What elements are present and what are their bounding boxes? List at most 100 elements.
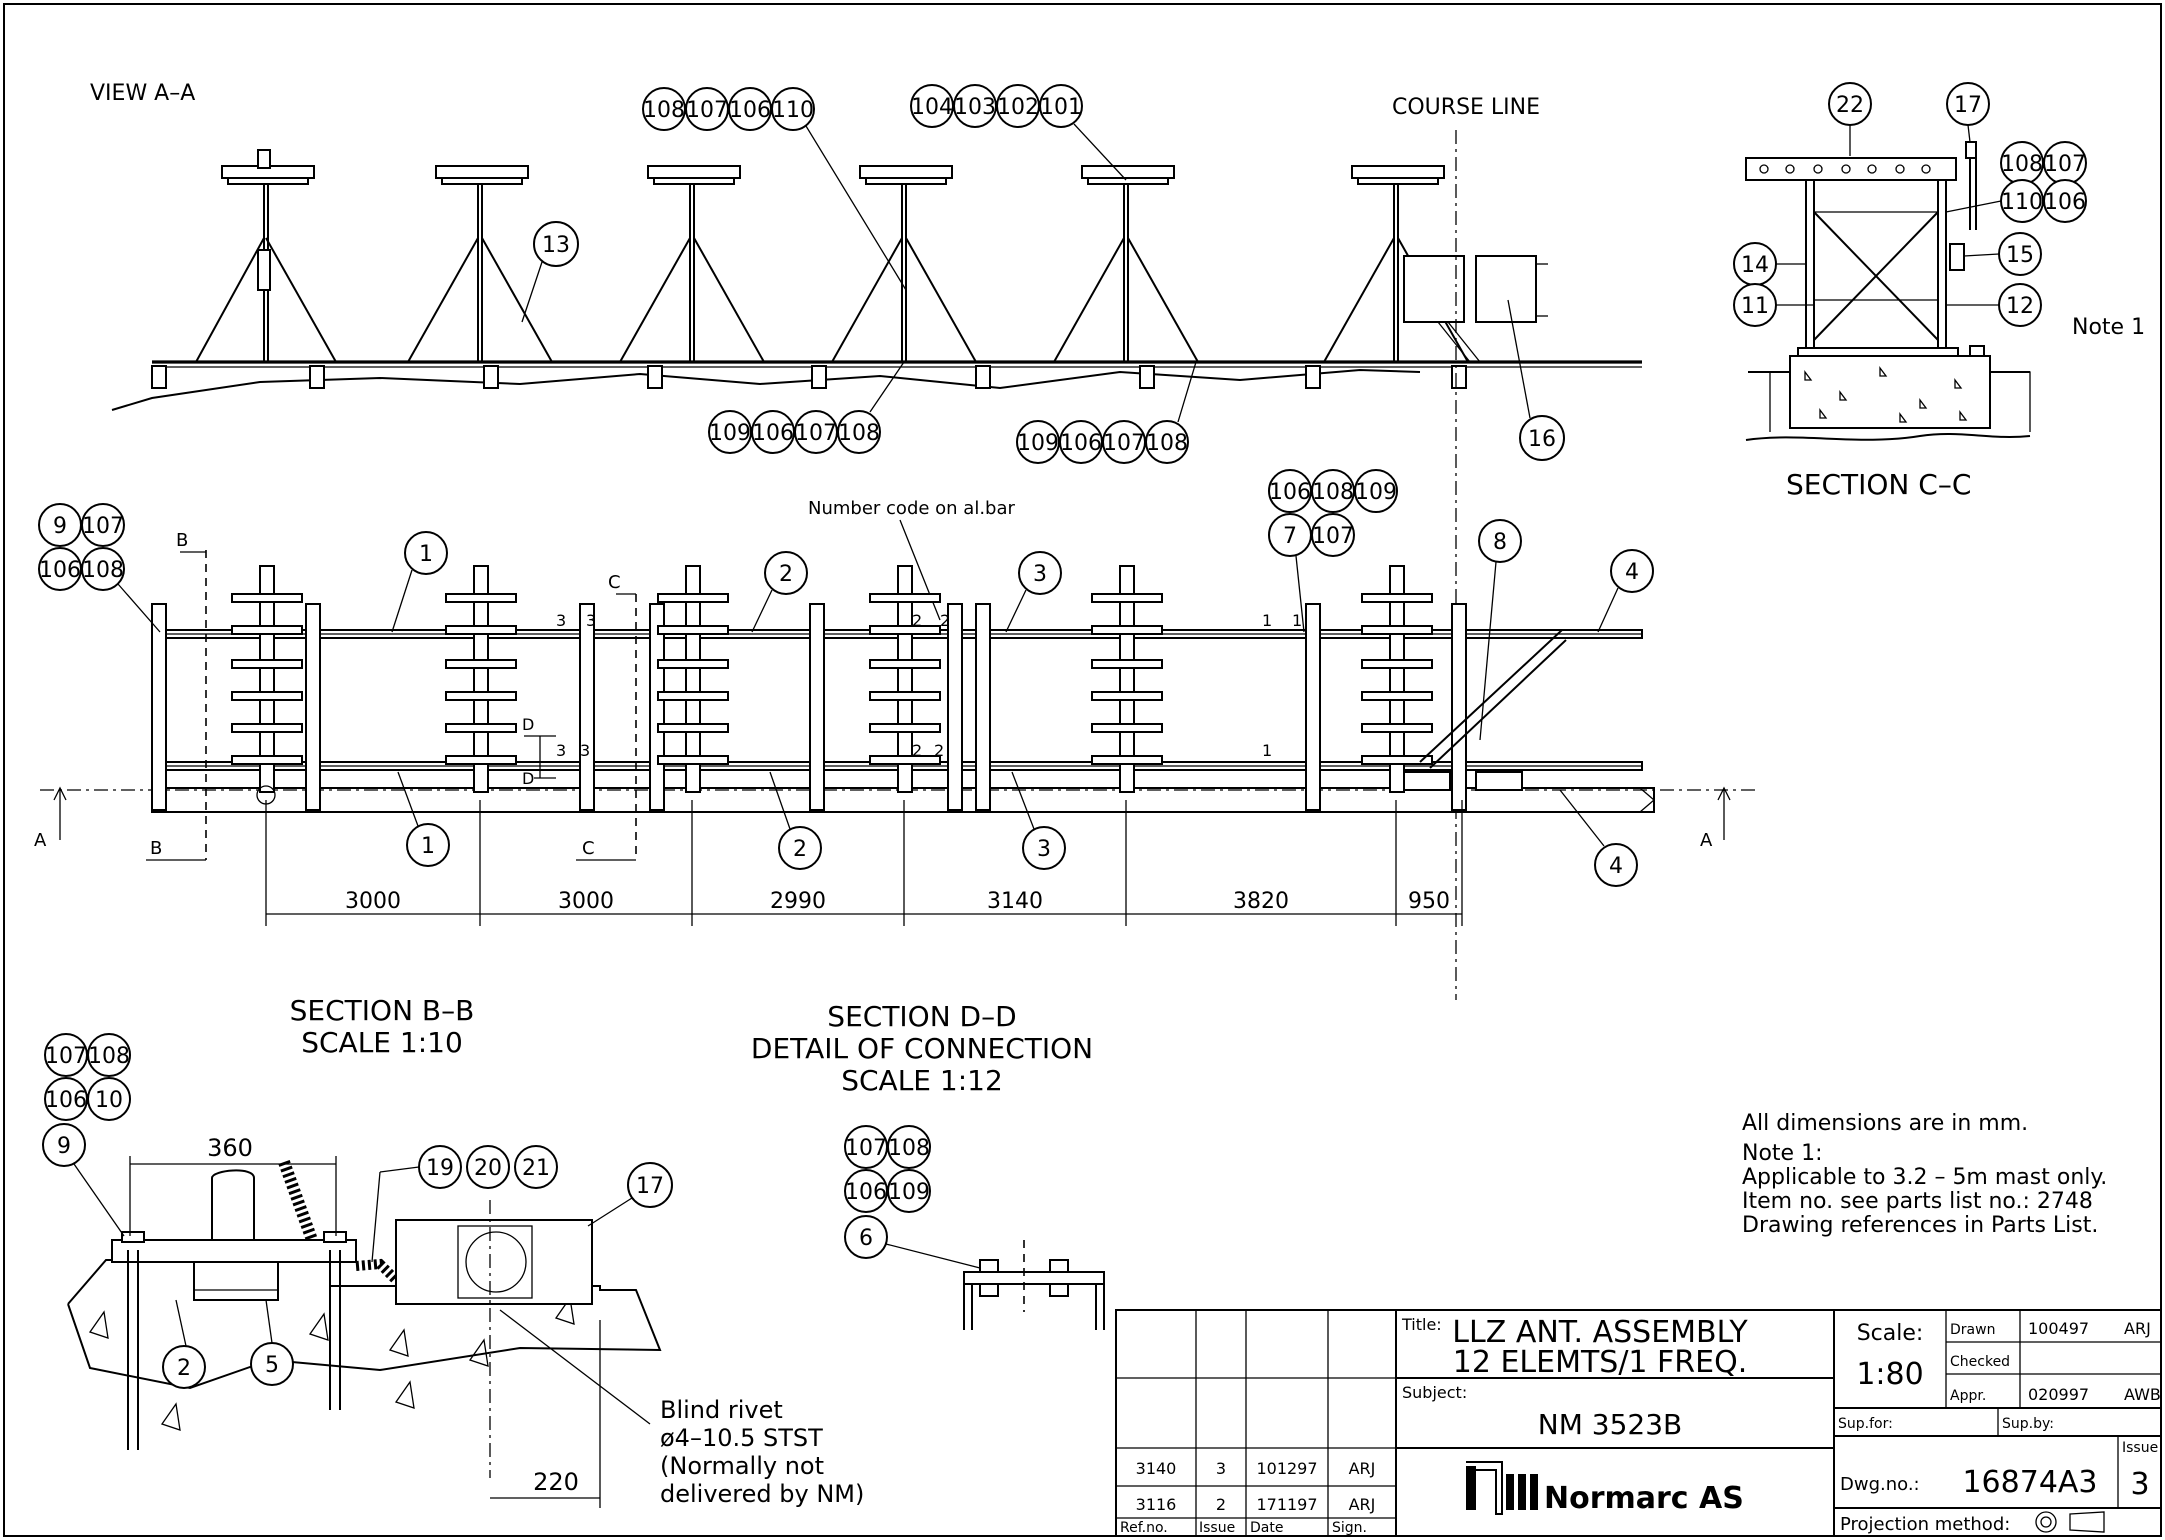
normarc-logo	[1466, 1461, 1538, 1515]
section-cc: SECTION C–C Note 1 22 17 1	[1733, 82, 2145, 501]
plan-mast-4	[869, 565, 941, 793]
view-aa: VIEW A–A COURSE LINE	[90, 81, 1642, 1000]
svg-text:101297: 101297	[1256, 1459, 1317, 1478]
svg-text:Ref.no.: Ref.no.	[1120, 1520, 1168, 1536]
rivet-note-line-1: Blind rivet	[660, 1396, 783, 1424]
issue-value: 3	[2130, 1467, 2149, 1502]
sup-for-label: Sup.for:	[1838, 1416, 1893, 1432]
company-name: Normarc AS	[1544, 1481, 1744, 1516]
svg-text:2: 2	[793, 837, 807, 862]
svg-text:D: D	[522, 769, 534, 788]
bb-plate	[111, 1239, 357, 1263]
foundation-posts	[151, 365, 1467, 389]
general-notes: All dimensions are in mm. Note 1: Applic…	[1742, 1111, 2107, 1238]
svg-text:3140: 3140	[1136, 1459, 1177, 1478]
mast-5	[1053, 165, 1199, 363]
svg-text:108: 108	[2001, 152, 2043, 177]
svg-text:14: 14	[1741, 253, 1769, 278]
rivet-note-line-2: ø4–10.5 STST	[660, 1424, 823, 1452]
svg-text:360: 360	[207, 1134, 253, 1162]
plan-mast-6	[1361, 565, 1433, 793]
svg-text:D: D	[522, 715, 534, 734]
svg-text:106: 106	[2044, 190, 2086, 215]
svg-text:101: 101	[1040, 95, 1082, 120]
svg-text:9: 9	[57, 1134, 71, 1159]
plan-dimensions: 3000 3000 2990 3140 3820 950	[265, 800, 1463, 926]
appr-date: 020997	[2028, 1385, 2089, 1404]
sup-by-label: Sup.by:	[2002, 1416, 2054, 1432]
svg-text:950: 950	[1408, 889, 1450, 914]
svg-text:B: B	[176, 530, 188, 551]
issue-label: Issue	[2122, 1440, 2158, 1456]
svg-text:220: 220	[533, 1468, 579, 1496]
section-cc-label: SECTION C–C	[1786, 468, 1971, 501]
rivet-note-line-3: (Normally not	[660, 1452, 824, 1480]
section-markers: B B C C D D A A	[34, 530, 1731, 861]
svg-text:17: 17	[1954, 93, 1982, 118]
projection-label: Projection method:	[1840, 1514, 2010, 1535]
svg-text:2: 2	[934, 741, 944, 760]
plan-mast-2	[445, 565, 517, 793]
svg-text:A: A	[34, 830, 47, 851]
svg-text:12: 12	[2006, 294, 2034, 319]
svg-text:5: 5	[265, 1353, 279, 1378]
svg-text:107: 107	[1103, 431, 1145, 456]
svg-text:1: 1	[1292, 611, 1302, 630]
svg-text:2990: 2990	[770, 889, 826, 914]
svg-text:109: 109	[888, 1180, 930, 1205]
svg-text:108: 108	[82, 558, 124, 583]
section-bb: SECTION B–B SCALE 1:10 360 220	[42, 994, 864, 1508]
plan-mast-3	[657, 565, 729, 793]
svg-text:108: 108	[1146, 431, 1188, 456]
section-dd: SECTION D–D DETAIL OF CONNECTION SCALE 1…	[751, 1000, 1105, 1330]
svg-text:107: 107	[686, 98, 728, 123]
svg-text:11: 11	[1741, 294, 1769, 319]
view-aa-label: VIEW A–A	[90, 81, 195, 106]
svg-text:ARJ: ARJ	[1349, 1459, 1376, 1478]
svg-text:110: 110	[2001, 190, 2043, 215]
drawing-title-line-2: 12 ELEMTS/1 FREQ.	[1453, 1345, 1748, 1380]
svg-text:107: 107	[795, 421, 837, 446]
svg-text:109: 109	[1355, 480, 1397, 505]
svg-text:108: 108	[838, 421, 880, 446]
bar-number-codes: 3 3 3 3 2 2 2 2 1 1 1	[556, 611, 1302, 760]
section-dd-subtitle: DETAIL OF CONNECTION	[751, 1032, 1093, 1065]
svg-text:107: 107	[82, 514, 124, 539]
scale-label: Scale:	[1857, 1321, 1924, 1346]
dwg-no-value: 16874A3	[1962, 1465, 2097, 1500]
svg-text:106: 106	[729, 98, 771, 123]
mast-4	[831, 165, 977, 363]
plan-mast-1	[231, 565, 303, 805]
note1-reference: Note 1	[2072, 315, 2145, 340]
svg-text:106: 106	[752, 421, 794, 446]
svg-text:7: 7	[1283, 524, 1297, 549]
section-dd-scale: SCALE 1:12	[841, 1064, 1003, 1097]
rivet-note-line-4: delivered by NM)	[660, 1480, 864, 1508]
section-bb-title: SECTION B–B	[290, 994, 475, 1027]
svg-text:3140: 3140	[987, 889, 1043, 914]
svg-text:2: 2	[912, 611, 922, 630]
mast-1	[195, 149, 337, 363]
svg-text:4: 4	[1609, 854, 1623, 879]
svg-text:3: 3	[1037, 837, 1051, 862]
svg-text:A: A	[1700, 830, 1713, 851]
svg-text:3: 3	[556, 741, 566, 760]
svg-text:17: 17	[636, 1174, 664, 1199]
svg-text:3: 3	[580, 741, 590, 760]
svg-text:6: 6	[859, 1226, 873, 1251]
concrete-foundation	[1789, 355, 1991, 429]
terrain-line	[111, 368, 1421, 411]
svg-text:107: 107	[1312, 524, 1354, 549]
svg-text:106: 106	[1269, 480, 1311, 505]
svg-text:9: 9	[53, 514, 67, 539]
note1-line-2: Item no. see parts list no.: 2748	[1742, 1189, 2093, 1214]
svg-text:Date: Date	[1250, 1520, 1283, 1536]
mast-2	[407, 165, 553, 363]
svg-text:2: 2	[912, 741, 922, 760]
svg-text:ARJ: ARJ	[1349, 1495, 1376, 1514]
svg-text:Issue: Issue	[1199, 1520, 1235, 1536]
svg-text:C: C	[608, 572, 621, 593]
svg-text:108: 108	[88, 1044, 130, 1069]
course-line-label: COURSE LINE	[1392, 95, 1540, 120]
bb-cabinet	[395, 1219, 593, 1305]
